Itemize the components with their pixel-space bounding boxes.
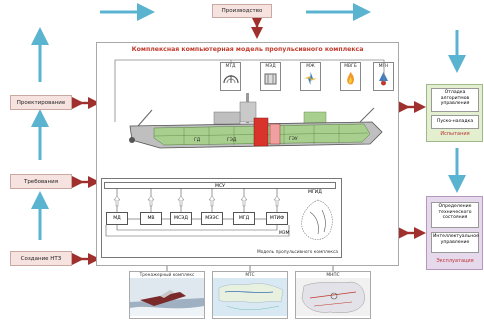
map-icon — [213, 278, 287, 316]
thumb-simulator: Тренажерный комплекс — [129, 271, 205, 319]
ice-map-icon — [296, 278, 370, 316]
ship-photo-icon — [130, 278, 204, 316]
thumb-mnps: МНПС — [295, 271, 371, 319]
thumb-mts: МТС — [212, 271, 288, 319]
